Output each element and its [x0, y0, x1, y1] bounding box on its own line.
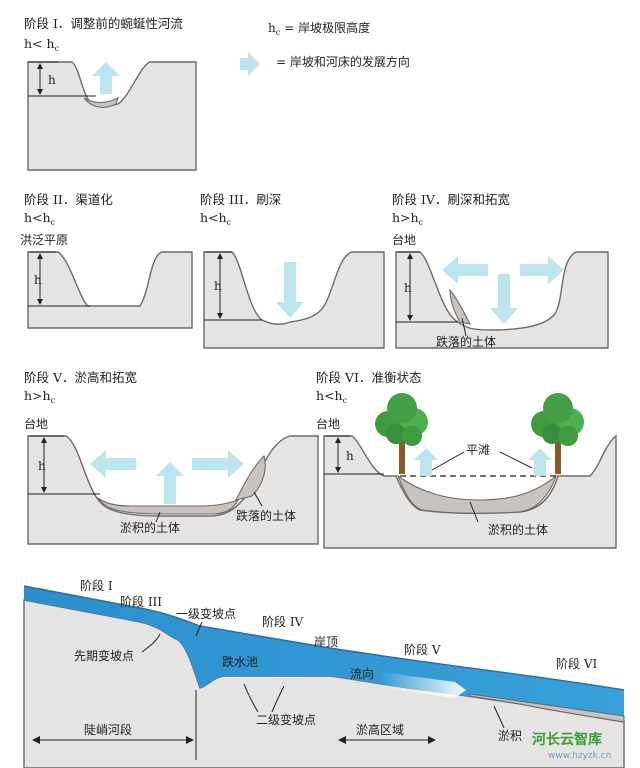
stage-5-condition: h>hc [24, 388, 56, 405]
leader-grade2 [243, 683, 285, 713]
stage-4-title: 阶段 IV．刷深和拓宽 [392, 192, 510, 207]
development-arrow-icon [240, 52, 260, 76]
profile-label-grade2: 二级变坡点 [256, 712, 316, 727]
stage-1-condition: h< hc [24, 36, 60, 53]
stage-5-title: 阶段 V．淤高和拓宽 [24, 370, 137, 385]
longitudinal-profile: 阶段 I 阶段 III 一级变坡点 阶段 IV 岸顶 阶段 V 阶段 VI 先期… [23, 578, 625, 768]
development-arrow-icon [156, 462, 184, 504]
stage-6-terrace-label: 台地 [316, 416, 340, 431]
svg-text:h: h [34, 273, 42, 287]
stage-4-failed-block [449, 288, 471, 325]
stage-1-h-marker: h [28, 61, 96, 97]
watermark-name: 河长云智库 [532, 731, 602, 748]
stage-2-h-marker: h [28, 251, 90, 307]
stage-1-title: 阶段 I．调整前的蜿蜒性河流 [24, 16, 183, 31]
profile-label-bank-top: 岸顶 [314, 635, 338, 649]
stage-6-annot-deposit: 淤积的土体 [488, 522, 548, 537]
stage-3-ground [203, 251, 385, 349]
stage-5-leader-1 [155, 511, 161, 523]
development-arrow-icon [442, 256, 488, 284]
aggradation-dimension: 淤高区域 [338, 722, 436, 744]
stage-5-failed-block [234, 454, 266, 501]
profile-label-grade1: 一级变坡点 [176, 606, 236, 621]
watermark: 河长云智库 www.hzyzk.cn [532, 731, 611, 761]
leader-grade1 [195, 621, 203, 637]
stage-5-leader-2 [253, 491, 263, 507]
svg-text:h: h [404, 281, 412, 295]
stage-4-h-marker: h [396, 251, 458, 323]
profile-bank-top [23, 585, 625, 691]
stage-3-title: 阶段 III．刷深 [200, 192, 281, 207]
steep-segment-dimension: 陡峭河段 [32, 722, 194, 744]
development-arrow-icon [414, 448, 438, 476]
profile-label-stage5: 阶段 V [404, 642, 441, 657]
stage-6-leaders [431, 451, 533, 471]
development-arrow-icon [528, 448, 552, 476]
stage-5-annot-deposit: 淤积的土体 [120, 520, 180, 535]
watermark-url: www.hzyzk.cn [548, 751, 611, 761]
profile-label-stage6: 阶段 VI [556, 656, 597, 671]
profile-label-flow: 流向 [350, 666, 374, 681]
development-arrow-icon [276, 262, 304, 318]
legend-arrow-text: = 岸坡和河床的发展方向 [276, 54, 410, 69]
stage-4-leader [461, 317, 467, 337]
stage-6-condition: h<hc [316, 388, 348, 405]
development-arrow-icon [192, 450, 244, 478]
stage-6-title: 阶段 VI．准衡状态 [316, 370, 421, 385]
stage-6-panel: 阶段 VI．准衡状态 h<hc 台地 h 平滩 淤积的土体 [316, 370, 617, 549]
development-arrow-icon [90, 450, 136, 478]
flow-arrow-icon [380, 672, 466, 698]
stage-4-panel: 阶段 IV．刷深和拓宽 h>hc 台地 h 跌落的土体 [392, 192, 609, 349]
development-arrow-icon [92, 62, 120, 94]
stage-4-annot-failed: 跌落的土体 [436, 334, 496, 349]
stage-4-condition: h>hc [392, 210, 424, 227]
stage-4-terrace-label: 台地 [392, 232, 416, 247]
development-arrow-icon [490, 274, 518, 324]
legend: hc= 岸坡极限高度 = 岸坡和河床的发展方向 [240, 20, 410, 76]
stage-4-ground [395, 251, 609, 349]
leader-prior-knick [141, 633, 161, 653]
profile-label-stage4: 阶段 IV [262, 614, 304, 629]
legend-hc: hc= 岸坡极限高度 [268, 20, 370, 37]
profile-label-stage1: 阶段 I [80, 578, 113, 593]
stage-3-h-marker: h [204, 251, 262, 321]
svg-text:h: h [38, 459, 46, 473]
leader-deposition [493, 705, 505, 729]
svg-text:h: h [346, 449, 354, 463]
profile-label-stage3: 阶段 III [120, 594, 162, 609]
stage-2-condition: h<hc [24, 210, 56, 227]
development-arrow-icon [520, 256, 564, 284]
stage-1-bed [83, 96, 119, 108]
stage-5-panel: 阶段 V．淤高和拓宽 h>hc 台地 h 淤积的土体 跌落的土体 [24, 370, 319, 545]
stage-5-h-marker: h [28, 435, 100, 495]
profile-label-deposition: 淤积 [498, 729, 522, 743]
profile-label-steep: 陡峭河段 [84, 722, 132, 737]
profile-label-prior-knick: 先期变坡点 [74, 648, 134, 663]
stage-6-h-marker: h [324, 435, 384, 475]
profile-deposit [469, 693, 625, 723]
stage-5-terrace-label: 台地 [24, 416, 48, 431]
stage-2-title: 阶段 II．渠道化 [24, 192, 113, 207]
svg-text:h: h [48, 73, 56, 87]
stage-2-panel: 阶段 II．渠道化 h<hc 洪泛平原 h [20, 192, 193, 329]
stage-6-leader-deposit [469, 501, 479, 523]
stage-3-condition: h<hc [200, 210, 232, 227]
profile-water [24, 586, 624, 722]
svg-text:h: h [214, 279, 222, 293]
stage-2-floodplain-label: 洪泛平原 [20, 233, 68, 247]
stage-6-deposit [396, 474, 558, 514]
stage-5-annot-failed: 跌落的土体 [236, 508, 296, 523]
stage-6-annot-bankfull: 平滩 [466, 443, 490, 457]
stage-2-ground [27, 251, 193, 329]
profile-label-aggradation: 淤高区域 [356, 722, 404, 737]
profile-label-plunge-pool: 跌水池 [222, 654, 258, 669]
stage-5-ground [27, 435, 319, 545]
stage-3-panel: 阶段 III．刷深 h<hc h [200, 192, 385, 349]
stage-1-panel: 阶段 I．调整前的蜿蜒性河流 h< hc h [24, 16, 197, 171]
